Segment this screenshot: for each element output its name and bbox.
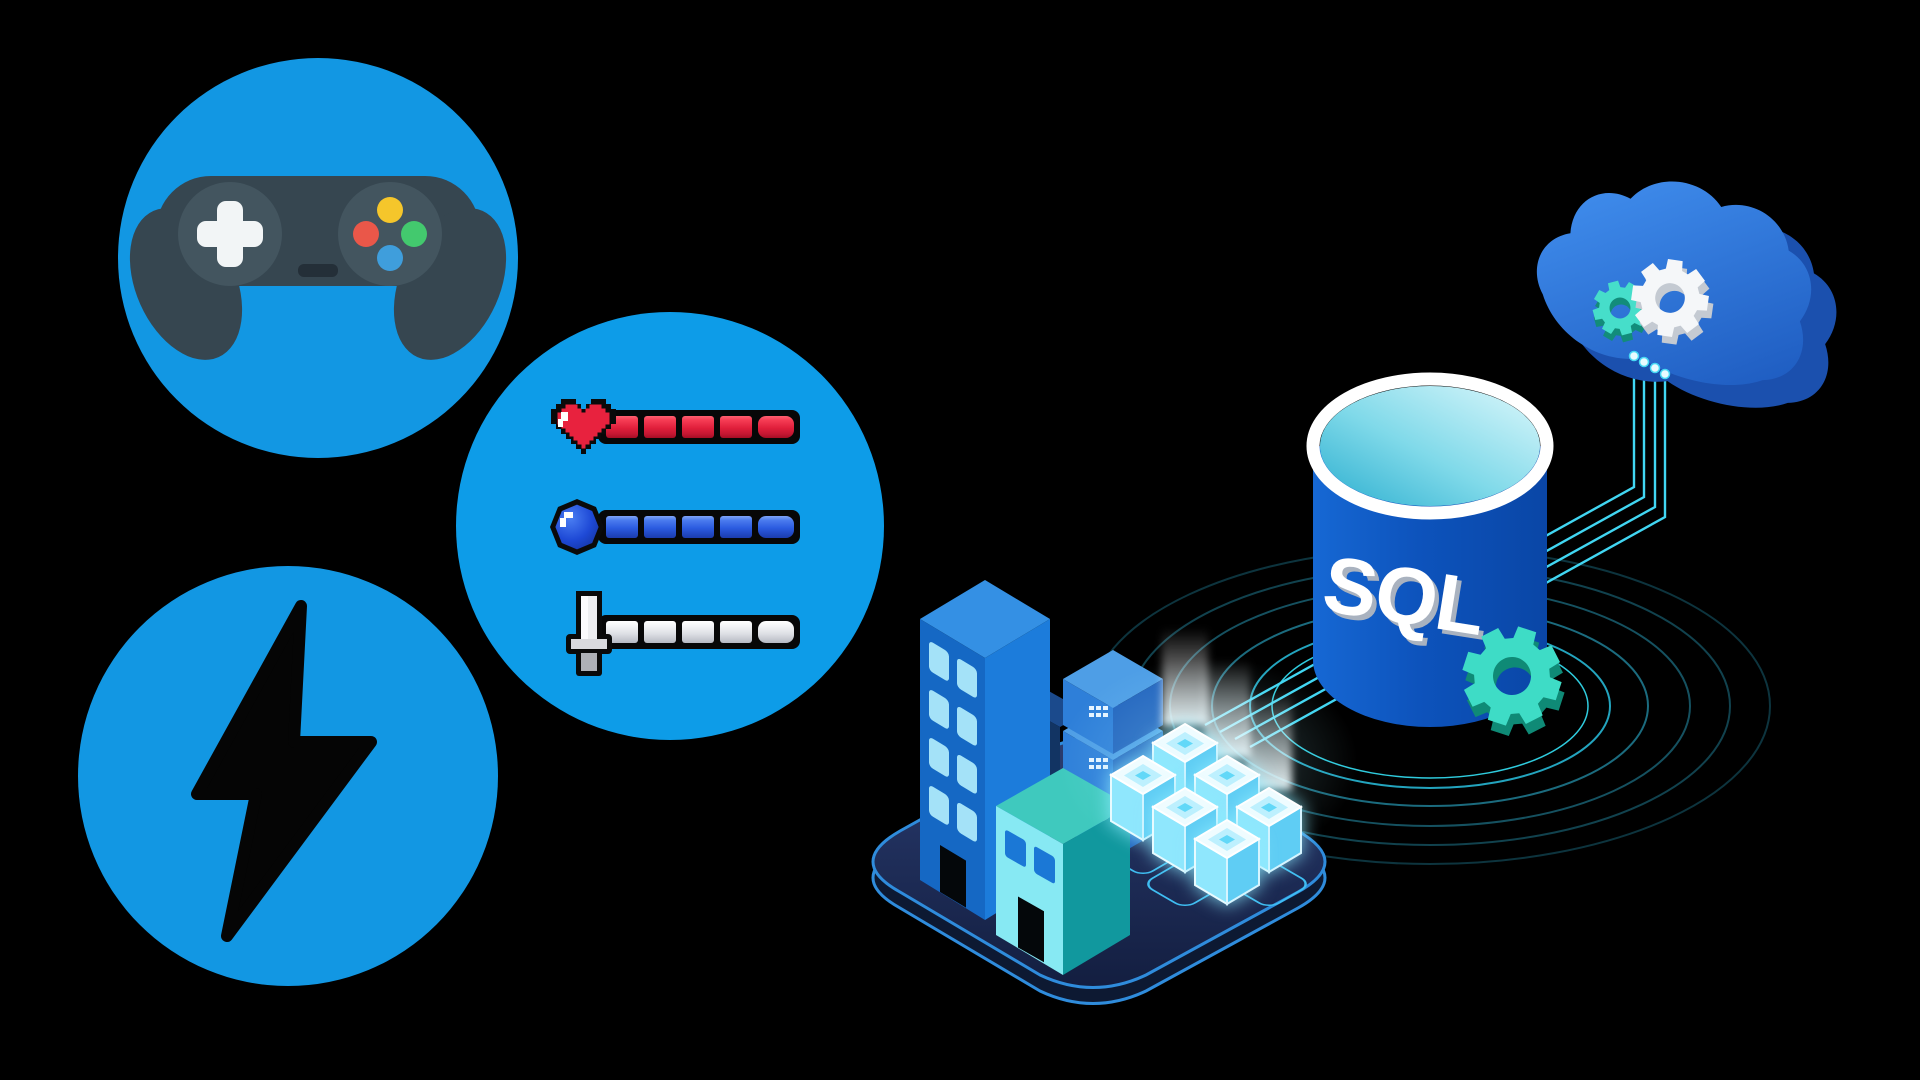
mana-bar-segments bbox=[606, 516, 794, 538]
stamina-bar bbox=[566, 591, 800, 676]
cylinder-rim bbox=[1306, 372, 1554, 520]
office-building-windows bbox=[929, 642, 977, 908]
sql-database-cylinder: SQL SQL bbox=[1306, 372, 1554, 727]
button-yellow bbox=[377, 197, 403, 223]
cloud-icon bbox=[1519, 152, 1860, 427]
buttons-backplate bbox=[338, 182, 442, 286]
button-red bbox=[353, 221, 379, 247]
lightning-badge bbox=[78, 566, 498, 986]
gamepad-icon bbox=[129, 176, 507, 360]
lightning-bolt-icon bbox=[191, 600, 377, 942]
mana-orb-icon bbox=[550, 499, 604, 555]
button-green bbox=[401, 221, 427, 247]
teal-building-door bbox=[1018, 896, 1044, 963]
cloud-connection-dots bbox=[1628, 350, 1671, 380]
server-cube bbox=[1194, 819, 1260, 905]
dpad-cross-icon bbox=[197, 201, 263, 267]
gamepad-badge bbox=[118, 58, 518, 458]
heart-icon bbox=[551, 399, 616, 454]
azure-sql-illustration: SQL SQL bbox=[871, 152, 1860, 1005]
button-blue bbox=[377, 245, 403, 271]
city-buildings bbox=[920, 580, 1163, 975]
teal-building-windows bbox=[1005, 830, 1055, 963]
health-bar-segments bbox=[606, 416, 794, 438]
mana-bar bbox=[550, 499, 800, 555]
gamepad-slot bbox=[298, 264, 338, 277]
office-building bbox=[920, 580, 1050, 920]
action-buttons bbox=[353, 197, 427, 271]
health-bars-badge bbox=[456, 312, 884, 740]
sword-icon bbox=[566, 591, 612, 676]
office-building-door bbox=[940, 845, 966, 908]
health-bar bbox=[551, 399, 800, 454]
stamina-bar-segments bbox=[606, 621, 794, 643]
cylinder-top bbox=[1320, 386, 1540, 506]
